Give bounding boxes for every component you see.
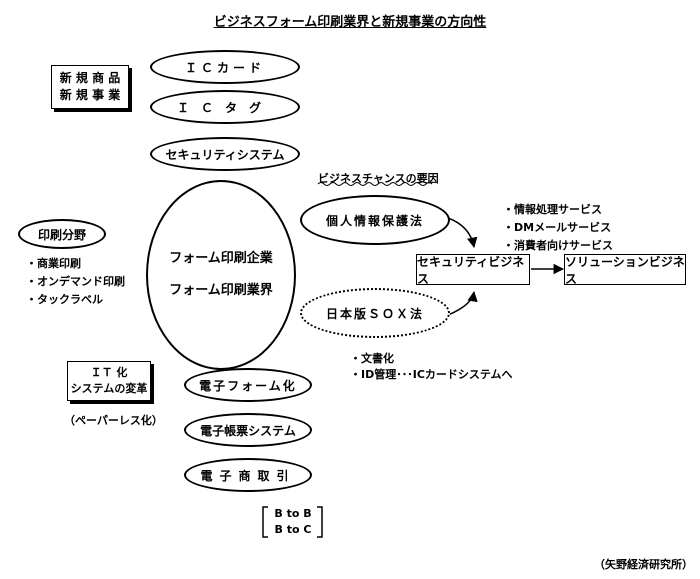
arrow-sox-to-security [447, 290, 478, 316]
privacy-law-oval: 個人情報保護法 [300, 195, 450, 245]
security-system-label: セキュリティシステム [165, 147, 285, 162]
e-report-label: 電子帳票システム [200, 423, 296, 438]
print-field-item: ・オンデマンド印刷 [26, 275, 125, 288]
print-field-item: ・タックラベル [26, 293, 103, 306]
b2c-label: B to C [274, 523, 312, 536]
solution-business-label: ソリューションビジネス [565, 254, 685, 286]
print-field-oval: 印刷分野 [18, 219, 106, 249]
heading-wavy-underline [317, 182, 433, 186]
service-item: ・消費者向けサービス [503, 239, 613, 252]
new-business-line1: 新 規 商 品 [59, 71, 121, 85]
b2x-group: B to B B to C [268, 506, 318, 538]
sox-law-label: 日本版ＳＯＸ法 [325, 306, 424, 321]
security-business-box: セキュリティビジネス [416, 254, 530, 286]
it-box-line2: システムの変革 [70, 382, 148, 395]
security-business-label: セキュリティビジネス [417, 254, 525, 286]
print-field-label: 印刷分野 [37, 227, 86, 242]
source-note: （矢野経済研究所） [594, 558, 693, 571]
center-line2: フォーム印刷業界 [169, 283, 273, 298]
new-business-box: 新 規 商 品 新 規 事 業 [51, 65, 129, 109]
solution-business-box: ソリューションビジネス [564, 254, 686, 286]
diagram-title: ビジネスフォーム印刷業界と新規事業の方向性 [213, 15, 487, 30]
ic-card-oval: ＩＣカード [150, 50, 300, 84]
it-box-line1: ＩＴ 化 [90, 366, 128, 379]
print-field-item: ・商業印刷 [26, 257, 81, 270]
privacy-law-label: 個人情報保護法 [325, 213, 424, 228]
e-form-label: 電子フォーム化 [199, 378, 297, 393]
b2x-bracket-right [317, 506, 323, 538]
ic-tag-label: ＩＣタグ [176, 100, 273, 115]
service-item: ・情報処理サービス [503, 203, 602, 216]
e-report-oval: 電子帳票システム [184, 413, 312, 447]
sox-item: ・文書化 [350, 352, 394, 365]
b2x-bracket-left [262, 506, 268, 538]
ic-card-label: ＩＣカード [184, 60, 265, 75]
e-commerce-oval: 電子商取引 [184, 458, 312, 492]
center-oval: フォーム印刷企業 フォーム印刷業界 [146, 180, 296, 370]
b2b-label: B to B [274, 507, 312, 520]
sox-item: ・ID管理･･･ICカードシステムへ [350, 368, 513, 381]
sox-law-oval: 日本版ＳＯＸ法 [300, 288, 450, 338]
it-box: ＩＴ 化 システムの変革 [67, 361, 151, 401]
service-item: ・DMメールサービス [503, 221, 612, 234]
chance-heading: ビジネスチャンスの要因 [318, 172, 439, 185]
e-commerce-label: 電子商取引 [200, 468, 296, 483]
arrow-privacy-to-security [447, 217, 478, 249]
center-line1: フォーム印刷企業 [169, 251, 273, 266]
new-business-line2: 新 規 事 業 [59, 88, 121, 102]
paperless-note: （ペーパーレス化） [64, 414, 163, 427]
e-form-oval: 電子フォーム化 [184, 368, 312, 402]
ic-tag-oval: ＩＣタグ [150, 90, 300, 124]
security-system-oval: セキュリティシステム [150, 137, 300, 171]
